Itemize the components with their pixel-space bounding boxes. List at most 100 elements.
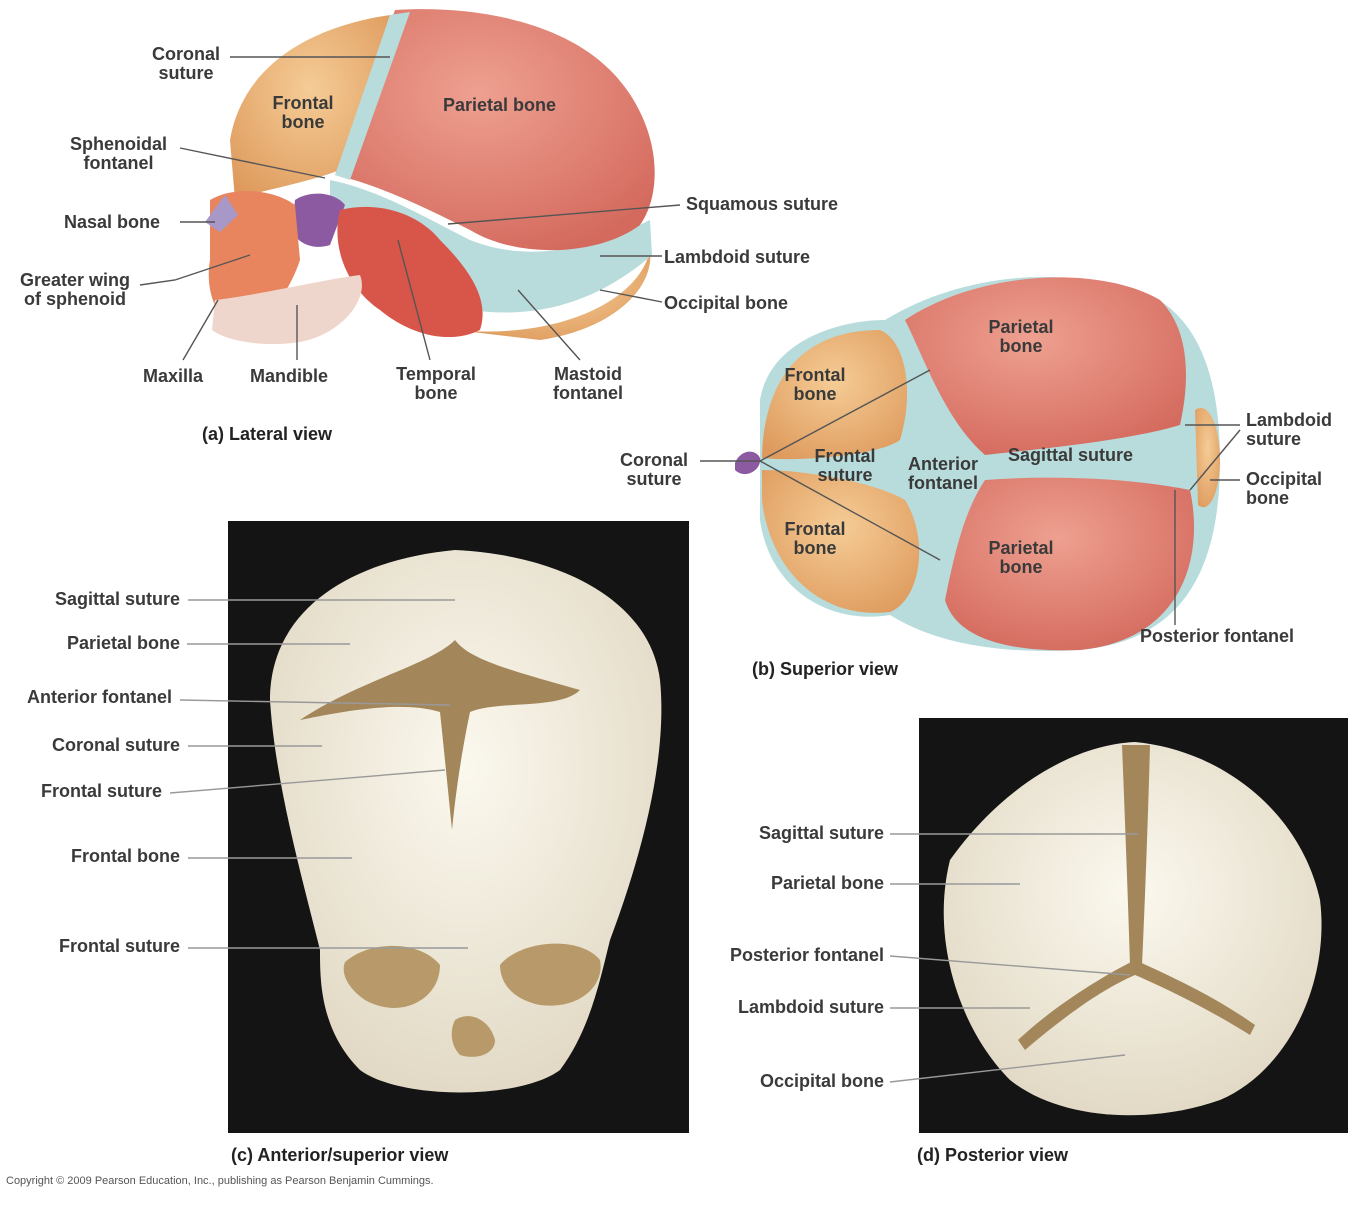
label-line: bone: [1246, 488, 1289, 508]
occipital-bone-shape: [455, 250, 651, 340]
label-line: bone: [414, 383, 458, 403]
orbit-left: [343, 945, 440, 1008]
caption-superior-view: (b) Superior view: [752, 659, 899, 679]
label-line: Greater wing: [19, 270, 131, 290]
label-coronal-suture-b: Coronal suture: [608, 451, 700, 489]
posterior-skull: [943, 742, 1322, 1116]
label-frontal-bone-c: Frontal bone: [71, 846, 180, 866]
label-line: Coronal: [151, 44, 220, 64]
label-occipital-bone-a: Occipital bone: [664, 293, 789, 313]
anterior-fontanel-c: [300, 640, 580, 830]
label-coronal-suture-c: Coronal suture: [51, 735, 180, 755]
label-parietal-bone-b-bottom: Parietal bone: [976, 539, 1066, 577]
label-frontal-bone-b-top: Frontal bone: [770, 366, 860, 404]
lambdoid-suture-d: [1018, 960, 1255, 1050]
parietal-bone-upper: [905, 277, 1186, 455]
frontal-bone-upper: [762, 330, 908, 460]
label-line: bone: [793, 538, 837, 558]
label-line: Lambdoid: [1246, 410, 1332, 430]
greater-wing-shape: [292, 193, 345, 247]
label-line: Frontal: [784, 365, 846, 385]
nasal-bone-shape: [205, 195, 238, 232]
label-line: suture: [158, 63, 214, 83]
label-line: Frontal: [784, 519, 846, 539]
label-sphenoidal-fontanel: Sphenoidal fontanel: [56, 135, 181, 173]
label-lambdoid-suture-a: Lambdoid suture: [664, 247, 811, 267]
occipital-bone-superior: [1195, 408, 1220, 508]
label-line: Anterior: [907, 454, 978, 474]
label-lambdoid-suture-d: Lambdoid suture: [737, 997, 884, 1017]
label-sagittal-suture-d: Sagittal suture: [758, 823, 884, 843]
label-frontal-suture-b: Frontal suture: [800, 447, 890, 485]
label-posterior-fontanel-d: Posterior fontanel: [729, 945, 884, 965]
label-line: Frontal: [272, 93, 334, 113]
superior-skull: [735, 276, 1220, 651]
label-line: fontanel: [908, 473, 978, 493]
label-line: Parietal: [988, 538, 1054, 558]
label-nasal-bone: Nasal bone: [64, 212, 161, 232]
label-line: Mastoid: [553, 364, 622, 384]
lateral-leaders: [139, 56, 681, 361]
label-line: bone: [999, 336, 1043, 356]
caption-anterior-superior-view: (c) Anterior/superior view: [231, 1145, 449, 1165]
label-mastoid-fontanel: Mastoid fontanel: [540, 365, 636, 403]
label-line: fontanel: [83, 153, 154, 173]
label-maxilla: Maxilla: [143, 366, 204, 386]
label-line: suture: [1246, 429, 1302, 449]
label-line: suture: [817, 465, 873, 485]
label-temporal-bone: Temporal bone: [388, 365, 484, 403]
parietal-bone-lower: [945, 477, 1195, 651]
caption-lateral-view: (a) Lateral view: [202, 424, 333, 444]
label-coronal-suture-a: Coronal suture: [140, 45, 232, 83]
label-line: Parietal: [988, 317, 1054, 337]
copyright-notice: Copyright © 2009 Pearson Education, Inc.…: [6, 1175, 434, 1187]
label-occipital-bone-d: Occipital bone: [759, 1071, 884, 1091]
superior-leaders: [700, 369, 1241, 625]
label-parietal-bone-c: Parietal bone: [66, 633, 180, 653]
nasal-cavity: [451, 1016, 495, 1057]
label-sagittal-suture-c: Sagittal suture: [54, 589, 180, 609]
label-line: Coronal: [619, 450, 688, 470]
label-anterior-fontanel-b: Anterior fontanel: [894, 455, 992, 493]
label-line: of sphenoid: [24, 289, 126, 309]
anterior-skull: [270, 550, 662, 1093]
label-posterior-fontanel-b: Posterior fontanel: [1140, 626, 1295, 646]
label-occipital-bone-b: Occipital bone: [1246, 470, 1322, 508]
label-mandible: Mandible: [250, 366, 329, 386]
label-parietal-bone-a: Parietal bone: [443, 95, 557, 115]
label-line: bone: [793, 384, 837, 404]
caption-posterior-view: (d) Posterior view: [917, 1145, 1069, 1165]
label-frontal-suture-c-upper: Frontal suture: [40, 781, 162, 801]
frontal-bone-lower: [762, 470, 920, 613]
posterior-leaders: [889, 833, 1138, 1083]
label-line: suture: [626, 469, 682, 489]
frontal-bone-shape: [230, 15, 390, 200]
temporal-bone-shape: [337, 206, 483, 338]
label-sagittal-suture-b: Sagittal suture: [1008, 445, 1134, 465]
label-frontal-bone-b-bottom: Frontal bone: [770, 520, 860, 558]
label-line: Frontal: [814, 446, 876, 466]
label-parietal-bone-d: Parietal bone: [770, 873, 884, 893]
label-frontal-suture-c-lower: Frontal suture: [58, 936, 180, 956]
label-line: fontanel: [553, 383, 623, 403]
nose-tip: [735, 451, 761, 475]
sagittal-suture-d: [1122, 745, 1150, 965]
label-line: Sphenoidal: [69, 134, 167, 154]
parietal-bone-shape: [335, 9, 655, 251]
label-frontal-bone-a: Frontal bone: [258, 94, 348, 132]
label-lambdoid-suture-b: Lambdoid suture: [1246, 411, 1332, 449]
label-anterior-fontanel-c: Anterior fontanel: [26, 687, 172, 707]
label-line: bone: [281, 112, 325, 132]
label-greater-wing-of-sphenoid: Greater wing of sphenoid: [8, 271, 142, 309]
orbit-right: [500, 943, 601, 1006]
label-line: bone: [999, 557, 1043, 577]
label-squamous-suture: Squamous suture: [686, 194, 839, 214]
coronal-suture-band: [335, 12, 410, 180]
lateral-skull: [205, 9, 655, 345]
label-line: Occipital: [1246, 469, 1323, 489]
label-parietal-bone-b-top: Parietal bone: [976, 318, 1066, 356]
mandible-shape: [212, 275, 362, 345]
label-line: Temporal: [396, 364, 476, 384]
